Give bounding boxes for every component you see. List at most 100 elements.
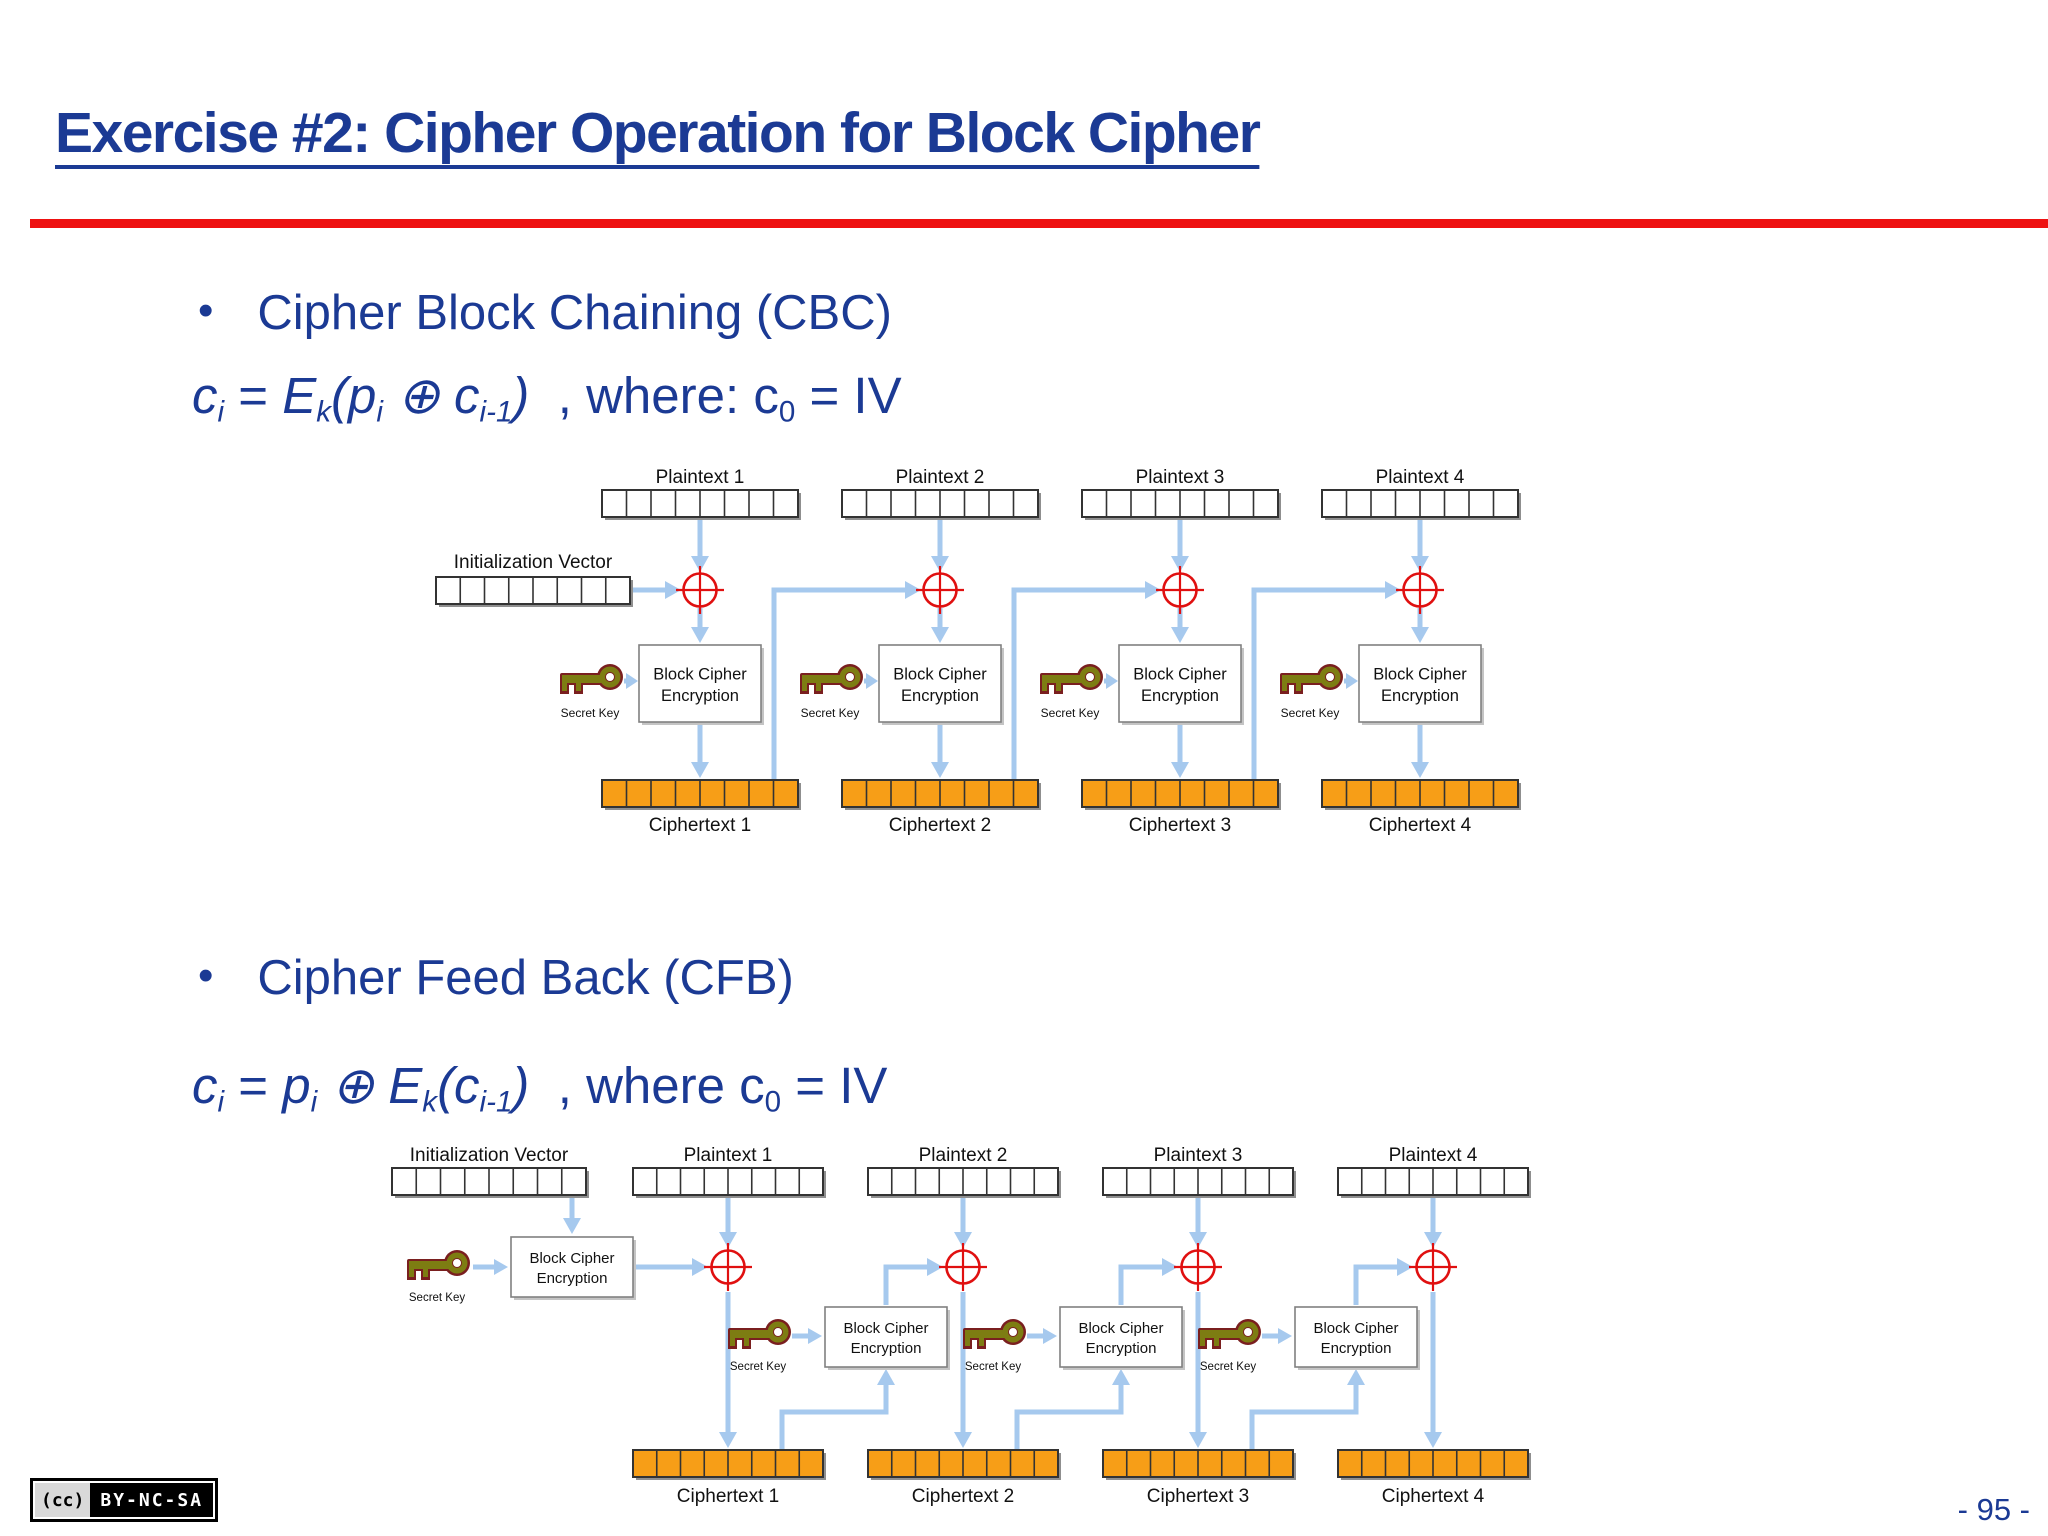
ciphertext-label: Ciphertext 4: [1382, 1486, 1485, 1507]
xor-node: [676, 566, 724, 614]
secret-key-icon: [963, 1319, 1026, 1349]
bullet-item-cfb: • Cipher Feed Back (CFB): [198, 950, 794, 1006]
iv-register: [435, 576, 633, 607]
encryption-to-xor-arrow: [635, 1258, 708, 1276]
secret-key-label: Secret Key: [561, 706, 620, 720]
secret-key-label: Secret Key: [965, 1361, 1021, 1373]
bullet-label-cfb: Cipher Feed Back (CFB): [257, 951, 794, 1005]
encryption-to-ciphertext-arrow: [1411, 724, 1429, 778]
ciphertext-register: [1102, 1449, 1296, 1480]
formula-token: (c: [437, 1057, 480, 1114]
plaintext-to-xor-arrow: [954, 1196, 972, 1248]
xor-node: [916, 566, 964, 614]
formula-token: i: [310, 1085, 318, 1119]
plaintext-to-xor-arrow: [719, 1196, 737, 1248]
box-label-line2: Encryption: [1381, 687, 1459, 705]
formula-token: i: [376, 395, 383, 429]
secret-key-label: Secret Key: [1041, 706, 1100, 720]
formula-token: k: [316, 395, 332, 429]
ciphertext-feedback-arrow: [771, 581, 921, 779]
key-to-encryption-arrow: [473, 1259, 508, 1275]
formula-token: 0: [778, 395, 796, 429]
formula-token: c: [192, 1057, 218, 1114]
xor-node: [939, 1243, 987, 1291]
plaintext-label: Plaintext 1: [684, 1145, 773, 1166]
xor-to-ciphertext-arrow: [719, 1292, 737, 1448]
formula-token: ): [512, 1057, 530, 1114]
cc-license-badge: (cc) BY-NC-SA: [30, 1478, 219, 1522]
box-label-line1: Block Cipher: [843, 1320, 928, 1337]
plaintext-to-xor-arrow: [1411, 518, 1429, 572]
xor-node: [1396, 566, 1444, 614]
box-label-line1: Block Cipher: [893, 666, 987, 684]
formula-token: , where c: [529, 1057, 765, 1114]
plaintext-label: Plaintext 1: [656, 467, 745, 488]
ciphertext-register: [867, 1449, 1061, 1480]
box-label-line1: Block Cipher: [1313, 1320, 1398, 1337]
plaintext-to-xor-arrow: [1189, 1196, 1207, 1248]
xor-node: [704, 1243, 752, 1291]
secret-key-icon: [1040, 664, 1103, 694]
iv-to-xor-arrow: [632, 581, 681, 599]
iv-label: Initialization Vector: [454, 552, 613, 573]
encryption-to-ciphertext-arrow: [1171, 724, 1189, 778]
ciphertext-label: Ciphertext 3: [1129, 815, 1231, 836]
formula-token: 0: [764, 1085, 782, 1119]
xor-node: [1174, 1243, 1222, 1291]
xor-to-ciphertext-arrow: [1189, 1292, 1207, 1448]
box-label-line1: Block Cipher: [1373, 666, 1467, 684]
iv-register: [391, 1167, 589, 1198]
bullet-item-cbc: • Cipher Block Chaining (CBC): [198, 285, 892, 341]
formula-token: ⊕: [382, 367, 455, 424]
formula-token: i: [217, 1085, 225, 1119]
secret-key-label: Secret Key: [1281, 706, 1340, 720]
ciphertext-label: Ciphertext 1: [649, 815, 751, 836]
page-title: Exercise #2: Cipher Operation for Block …: [55, 101, 1261, 165]
plaintext-label: Plaintext 4: [1389, 1145, 1478, 1166]
secret-key-icon: [1198, 1319, 1261, 1349]
ciphertext-register: [1337, 1449, 1531, 1480]
formula-cbc: ci = Ek(pi ⊕ ci-1) , where: c0 = IV: [192, 366, 902, 429]
iv-to-encryption-arrow: [563, 1196, 581, 1234]
formula-cfb: ci = pi ⊕ Ek(ci-1) , where c0 = IV: [192, 1056, 887, 1119]
ciphertext-feedback-arrow: [1249, 1369, 1365, 1449]
formula-token: E: [388, 1057, 423, 1114]
secret-key-icon: [560, 664, 623, 694]
ciphertext-feedback-arrow: [1014, 1369, 1130, 1449]
encryption-to-xor-arrow: [1353, 1258, 1413, 1305]
plaintext-to-xor-arrow: [931, 518, 949, 572]
ciphertext-register: [1321, 779, 1521, 810]
xor-to-ciphertext-arrow: [1424, 1292, 1442, 1448]
box-label-line2: Encryption: [661, 687, 739, 705]
formula-token: i-1: [479, 1085, 513, 1119]
plaintext-register: [867, 1167, 1061, 1198]
plaintext-register: [1102, 1167, 1296, 1198]
key-to-encryption-arrow: [792, 1328, 822, 1344]
plaintext-register: [601, 489, 801, 520]
secret-key-label: Secret Key: [409, 1292, 465, 1304]
plaintext-to-xor-arrow: [1424, 1196, 1442, 1248]
cbc-diagram: Initialization Vector Plaintext 1 Block Ci…: [435, 467, 1521, 836]
formula-token: E: [282, 367, 317, 424]
secret-key-icon: [800, 664, 863, 694]
box-label-line1: Block Cipher: [1078, 1320, 1163, 1337]
ciphertext-label: Ciphertext 2: [889, 815, 991, 836]
plaintext-to-xor-arrow: [691, 518, 709, 572]
box-label-line2: Encryption: [1321, 1340, 1392, 1357]
bullet-label-cbc: Cipher Block Chaining (CBC): [257, 286, 892, 340]
formula-token: =: [224, 1057, 283, 1114]
box-label-line2: Encryption: [851, 1340, 922, 1357]
encryption-to-ciphertext-arrow: [931, 724, 949, 778]
ciphertext-feedback-arrow: [779, 1369, 895, 1449]
plaintext-to-xor-arrow: [1171, 518, 1189, 572]
ciphertext-register: [601, 779, 801, 810]
key-to-encryption-arrow: [1344, 673, 1358, 689]
plaintext-label: Plaintext 3: [1154, 1145, 1243, 1166]
formula-token: , where: c: [529, 367, 779, 424]
formula-token: i: [217, 395, 225, 429]
cc-license-label: BY-NC-SA: [90, 1483, 214, 1517]
